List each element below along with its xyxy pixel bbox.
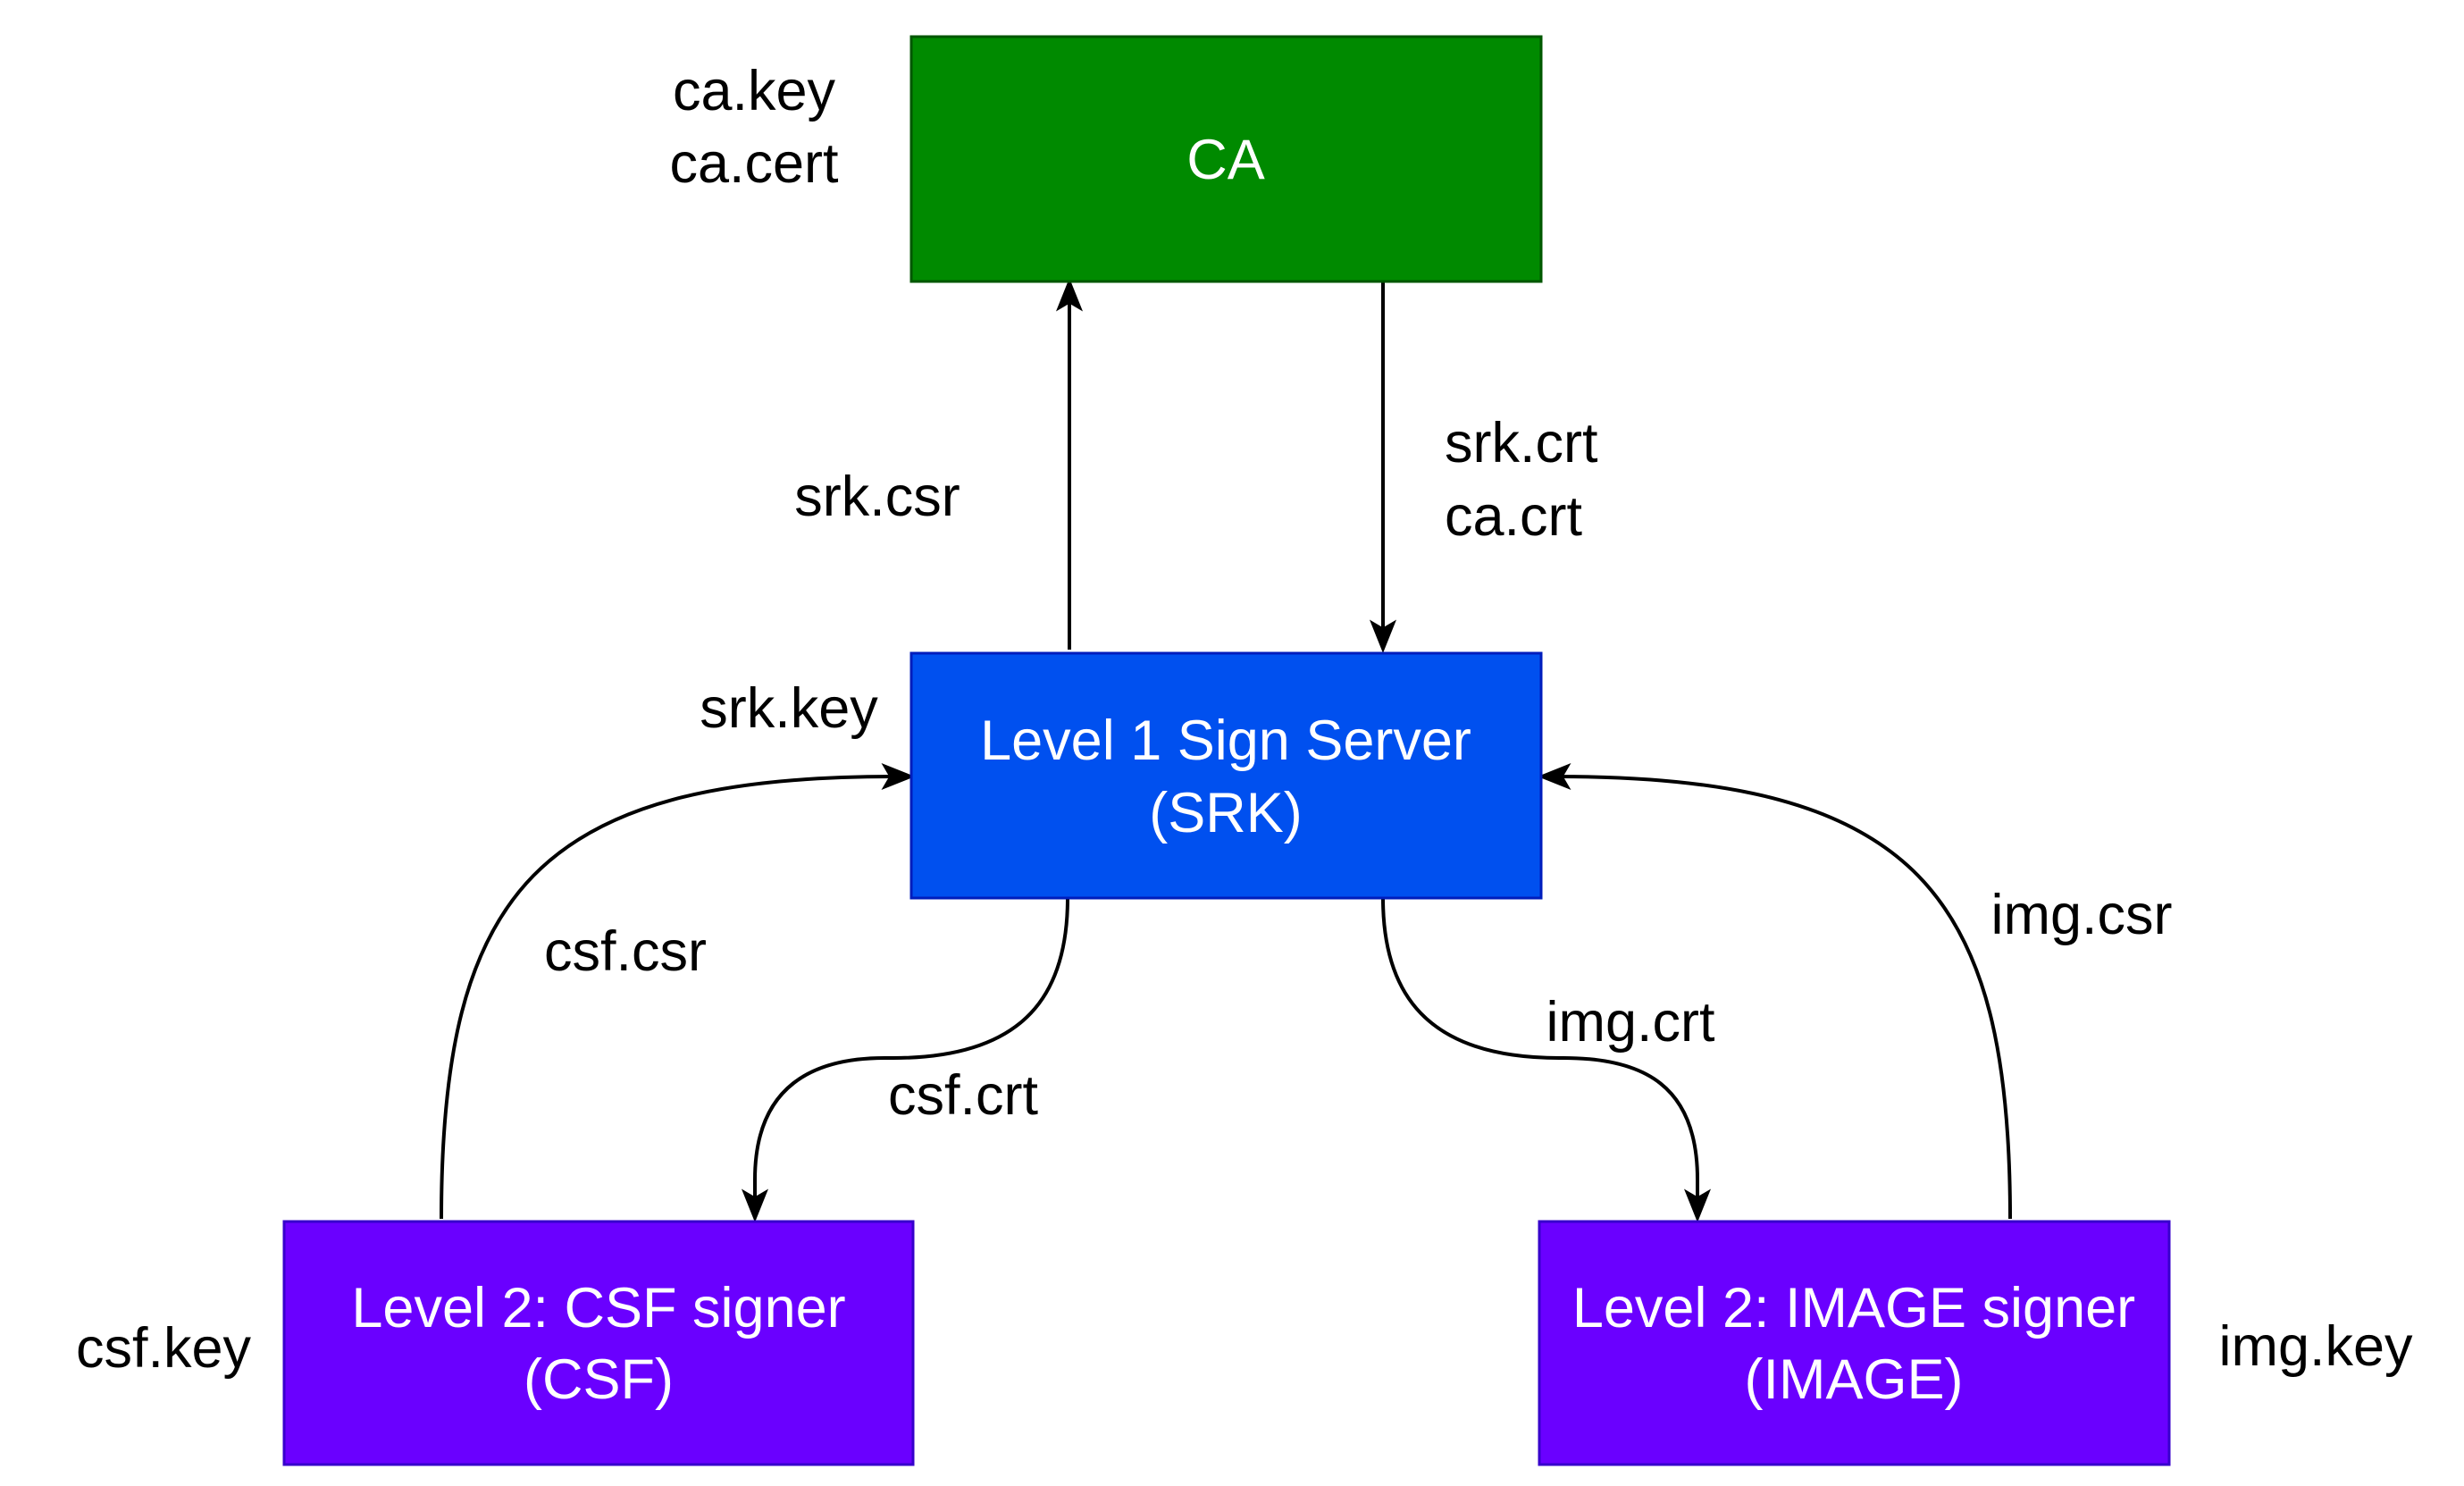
label-img-crt: img.crt (1546, 991, 1715, 1054)
node-srk-box (911, 653, 1541, 898)
edge-img-crt (1381, 897, 1712, 1223)
node-image-title: Level 2: IMAGE signer (1572, 1277, 2135, 1339)
node-image-box (1539, 1222, 2169, 1465)
node-csf-subtitle: (CSF) (524, 1348, 674, 1411)
edge-srk-csr-arrowhead (1055, 277, 1084, 312)
edge-img-csr-line (1557, 775, 2012, 1220)
edge-csf-crt-line (753, 897, 1069, 1197)
label-srk-csr: srk.csr (794, 466, 960, 528)
label-img-csr: img.csr (1991, 884, 2173, 946)
edge-csf-crt-arrowhead (741, 1188, 769, 1223)
label-csf-key: csf.key (76, 1317, 252, 1380)
node-ca-border (909, 35, 1543, 283)
edge-img-csr (1537, 762, 2012, 1220)
label-csf-crt: csf.crt (888, 1064, 1038, 1127)
node-srk-title: Level 1 Sign Server (980, 709, 1471, 772)
edge-csf-csr-arrowhead (881, 762, 916, 791)
edge-srk-crt-arrowhead (1369, 619, 1397, 654)
edge-img-crt-arrowhead (1683, 1188, 1712, 1223)
edge-csf-csr-line (440, 775, 894, 1220)
node-csf-border (282, 1220, 915, 1466)
node-csf-title: Level 2: CSF signer (351, 1277, 845, 1339)
node-csf-box (284, 1222, 913, 1465)
node-ca-box (911, 37, 1541, 281)
label-srk-key: srk.key (700, 677, 878, 740)
node-ca-label: CA (1186, 129, 1265, 191)
edge-srk-crt (1369, 281, 1397, 654)
node-srk: Level 1 Sign Server (SRK) (909, 651, 1543, 900)
edge-img-crt-line (1381, 897, 1699, 1197)
node-image-border (1538, 1220, 2171, 1466)
label-ca-key: ca.key (673, 60, 836, 122)
node-srk-border (909, 651, 1543, 900)
label-ca-crt: ca.crt (1445, 485, 1583, 548)
node-image-subtitle: (IMAGE) (1745, 1348, 1964, 1411)
label-ca-cert: ca.cert (669, 132, 839, 195)
edge-srk-csr (1055, 277, 1084, 650)
label-img-key: img.key (2218, 1315, 2413, 1378)
node-srk-subtitle: (SRK) (1149, 782, 1303, 844)
edge-img-csr-arrowhead (1537, 762, 1571, 791)
label-srk-crt: srk.crt (1445, 412, 1598, 474)
label-csf-csr: csf.csr (544, 920, 707, 983)
edge-csf-csr (440, 762, 916, 1220)
node-image: Level 2: IMAGE signer (IMAGE) (1538, 1220, 2171, 1466)
node-csf: Level 2: CSF signer (CSF) (282, 1220, 915, 1466)
node-ca: CA (909, 35, 1543, 283)
edge-csf-crt (741, 897, 1069, 1223)
